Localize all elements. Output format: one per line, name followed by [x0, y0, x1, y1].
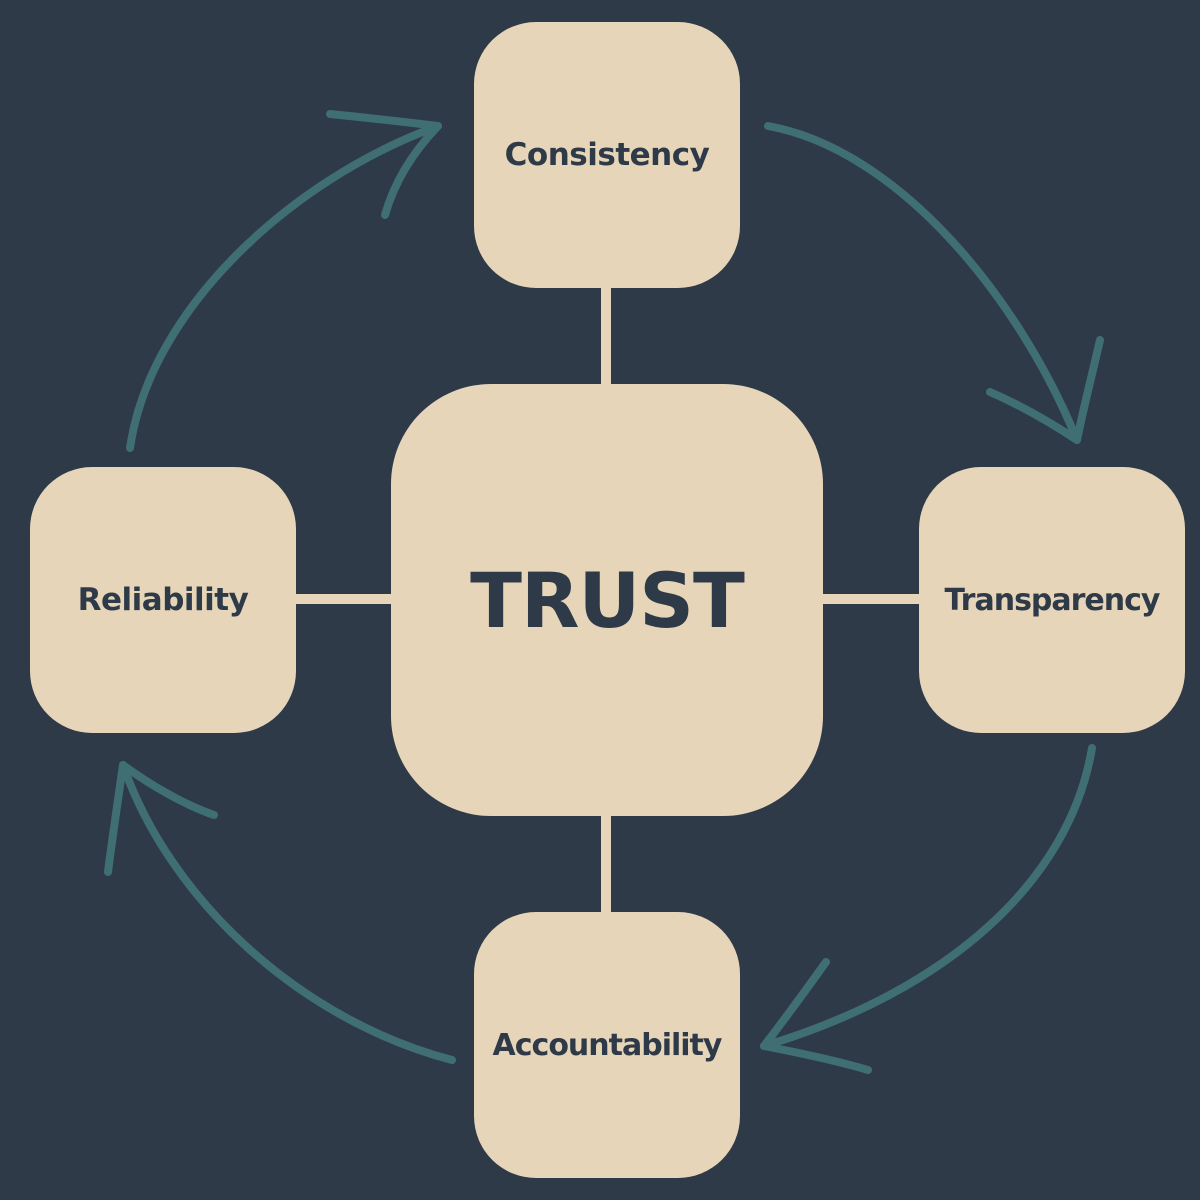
connector-center-bottom — [601, 814, 611, 914]
arrow-accountability-to-reliability — [104, 761, 456, 1064]
node-transparency-label: Transparency — [944, 582, 1161, 618]
node-reliability-label: Reliability — [77, 582, 249, 618]
node-trust-center: TRUST — [391, 384, 823, 816]
node-accountability: Accountability — [474, 912, 740, 1178]
node-consistency-label: Consistency — [504, 137, 710, 173]
connector-center-left — [294, 594, 393, 604]
connector-center-right — [821, 594, 921, 604]
node-trust-label: TRUST — [470, 555, 745, 645]
arrow-reliability-to-consistency — [126, 110, 442, 452]
node-reliability: Reliability — [30, 467, 296, 733]
node-consistency: Consistency — [474, 22, 740, 288]
arrow-transparency-to-accountability — [760, 744, 1096, 1074]
node-accountability-label: Accountability — [492, 1027, 723, 1063]
node-transparency: Transparency — [919, 467, 1185, 733]
arrow-consistency-to-transparency — [764, 122, 1104, 444]
connector-center-top — [601, 286, 611, 386]
